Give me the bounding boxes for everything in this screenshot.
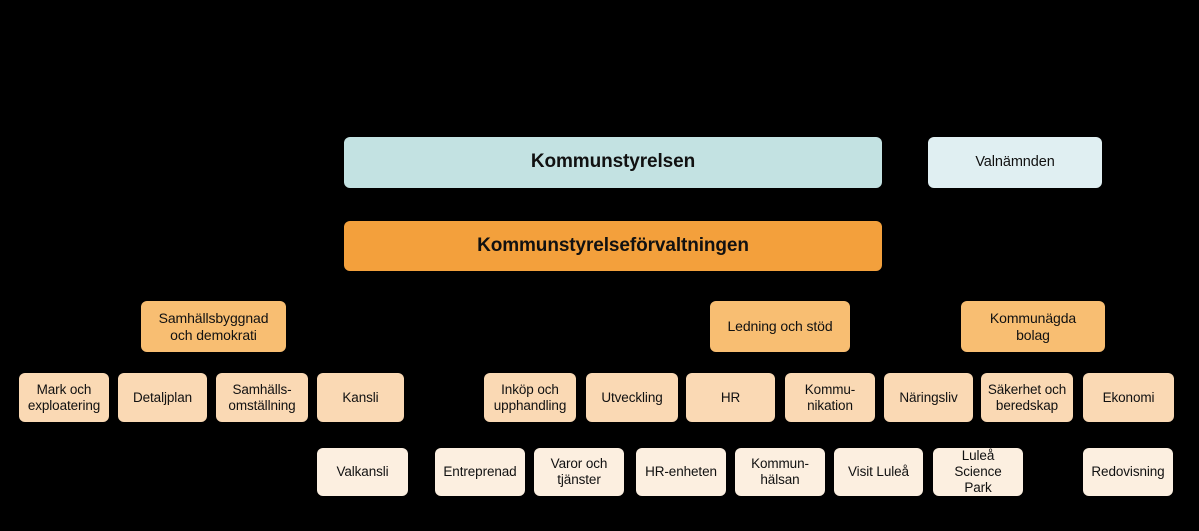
org-node-naringsliv[interactable]: Näringsliv [884,373,973,422]
org-node-kommunikation[interactable]: Kommu- nikation [785,373,875,422]
org-node-samhallsbyggnad-och-demokrati[interactable]: Samhällsbyggnad och demokrati [141,301,286,352]
org-node-samhallsomstallning[interactable]: Samhälls- omställning [216,373,308,422]
org-node-inkop-och-upphandling[interactable]: Inköp och upphandling [484,373,576,422]
org-node-utveckling[interactable]: Utveckling [586,373,678,422]
org-node-kommunstyrelsen[interactable]: Kommunstyrelsen [344,137,882,188]
org-node-hr[interactable]: HR [686,373,775,422]
org-node-kommunstyrelseforvaltningen[interactable]: Kommunstyrelseförvaltningen [344,221,882,271]
org-node-kommunagda-bolag[interactable]: Kommunägda bolag [961,301,1105,352]
org-node-mark-och-exploatering[interactable]: Mark och exploatering [19,373,109,422]
org-node-valkansli[interactable]: Valkansli [317,448,408,496]
org-node-kommunhalsan[interactable]: Kommun- hälsan [735,448,825,496]
org-node-entreprenad[interactable]: Entreprenad [435,448,525,496]
org-node-valnamnden[interactable]: Valnämnden [928,137,1102,188]
org-node-ekonomi[interactable]: Ekonomi [1083,373,1174,422]
org-node-visit-lulea[interactable]: Visit Luleå [834,448,923,496]
org-node-kansli[interactable]: Kansli [317,373,404,422]
org-node-detaljplan[interactable]: Detaljplan [118,373,207,422]
org-node-varor-och-tjanster[interactable]: Varor och tjänster [534,448,624,496]
org-node-hr-enheten[interactable]: HR-enheten [636,448,726,496]
org-node-ledning-och-stod[interactable]: Ledning och stöd [710,301,850,352]
org-node-sakerhet-och-beredskap[interactable]: Säkerhet och beredskap [981,373,1073,422]
org-node-redovisning[interactable]: Redovisning [1083,448,1173,496]
org-node-lulea-science-park[interactable]: Luleå Science Park [933,448,1023,496]
